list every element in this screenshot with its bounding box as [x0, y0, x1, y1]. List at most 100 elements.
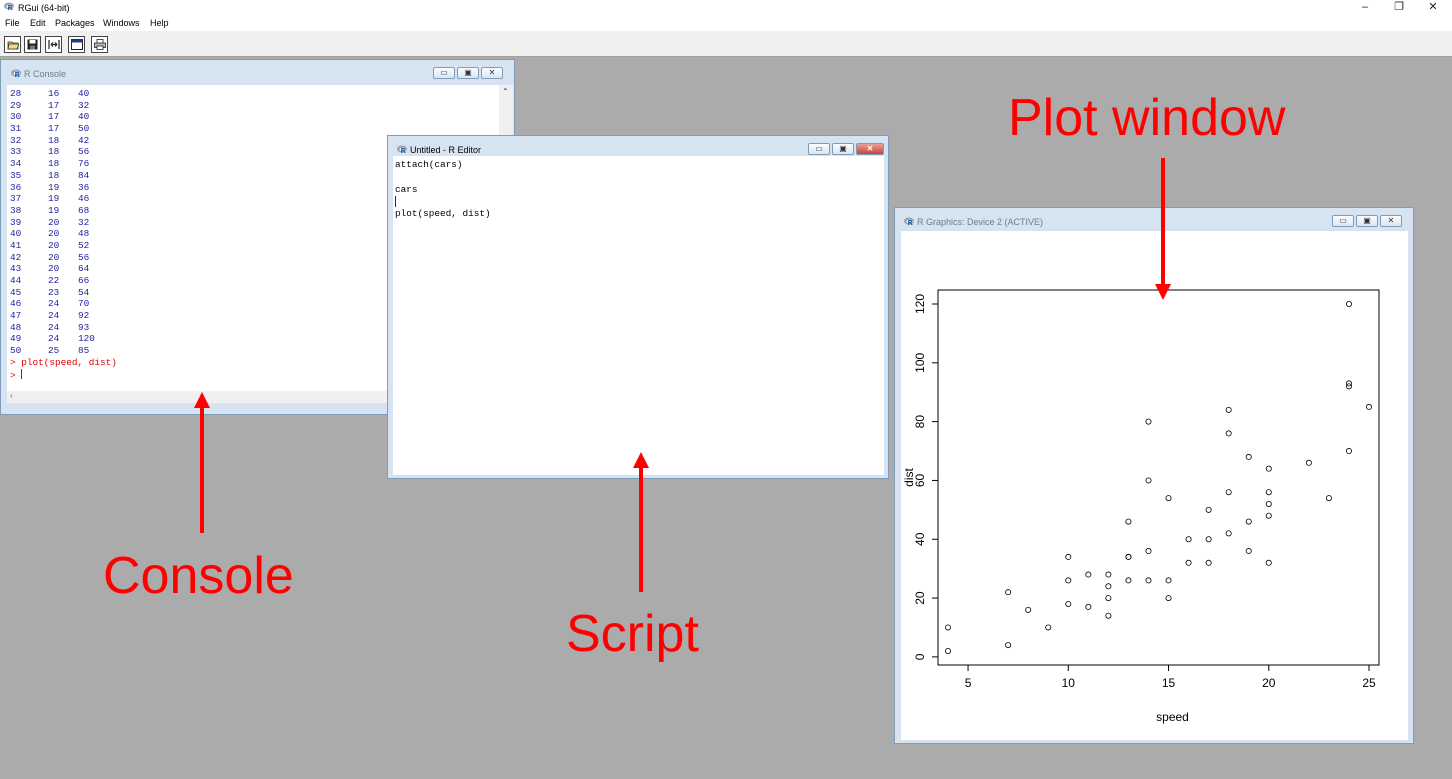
- console-cell: 42: [10, 251, 22, 263]
- menu-help[interactable]: Help: [150, 18, 169, 28]
- editor-close-button[interactable]: ✕: [856, 143, 884, 155]
- console-cell: 25: [48, 345, 60, 357]
- data-point: [1245, 453, 1252, 460]
- console-cell: 18: [48, 169, 60, 181]
- console-close-button[interactable]: ✕: [481, 67, 503, 79]
- editor-line: cars: [395, 183, 418, 195]
- text-cursor: [21, 368, 23, 379]
- editor-minimize-button[interactable]: ▭: [808, 143, 830, 155]
- console-cell: 84: [78, 169, 90, 181]
- console-cell: 68: [78, 204, 90, 216]
- console-icon: [70, 39, 83, 50]
- data-point: [1145, 548, 1152, 555]
- data-point: [1225, 530, 1232, 537]
- console-cell: 50: [78, 123, 90, 135]
- console-cell: 40: [10, 228, 22, 240]
- scroll-left-icon[interactable]: ‹: [10, 391, 13, 400]
- restore-icon[interactable]: ❐: [1394, 1, 1404, 13]
- data-point: [1125, 577, 1132, 584]
- console-cell: 76: [78, 158, 90, 170]
- console-button[interactable]: [68, 36, 85, 53]
- graphics-minimize-button[interactable]: ▭: [1332, 215, 1354, 227]
- console-cell: 56: [78, 251, 90, 263]
- console-cell: 47: [10, 310, 22, 322]
- data-point: [1105, 583, 1112, 590]
- data-point: [1065, 600, 1072, 607]
- x-tick-label: 25: [1362, 676, 1376, 690]
- data-point: [1185, 559, 1192, 566]
- console-cell: 40: [78, 111, 90, 123]
- console-cell: 30: [10, 111, 22, 123]
- console-cell: 18: [48, 158, 60, 170]
- scroll-up-icon[interactable]: ⌃: [502, 87, 509, 96]
- console-cell: 66: [78, 275, 90, 286]
- console-cell: 92: [78, 310, 90, 322]
- load-workspace-button[interactable]: [45, 36, 62, 53]
- text-cursor: [395, 195, 396, 207]
- console-cell: 37: [10, 193, 22, 205]
- script-editor[interactable]: attach(cars) cars plot(speed, dist): [393, 156, 884, 475]
- menu-bar: File Edit Packages Windows Help: [0, 16, 1452, 31]
- data-point: [1225, 406, 1232, 413]
- console-cell: 22: [48, 275, 60, 286]
- console-prompt[interactable]: >: [10, 368, 23, 381]
- console-cell: 32: [78, 99, 90, 111]
- console-cell: 43: [10, 263, 22, 275]
- console-cell: 20: [48, 263, 60, 275]
- data-point: [1145, 577, 1152, 584]
- data-point: [1145, 477, 1152, 484]
- console-cell: 17: [48, 123, 60, 135]
- console-cell: 17: [48, 99, 60, 111]
- data-point: [1265, 512, 1272, 519]
- print-icon: [93, 39, 106, 50]
- console-horizontal-scrollbar[interactable]: ‹: [7, 391, 513, 403]
- menu-file[interactable]: File: [5, 18, 20, 28]
- console-cell: 36: [78, 181, 90, 193]
- console-cell: 49: [10, 333, 22, 345]
- data-point: [1265, 465, 1272, 472]
- y-tick-label: 40: [913, 532, 927, 546]
- data-point: [1125, 518, 1132, 525]
- open-script-button[interactable]: [4, 36, 21, 53]
- y-tick-label: 0: [913, 653, 927, 660]
- console-maximize-button[interactable]: ▣: [457, 67, 479, 79]
- minimize-icon[interactable]: –: [1361, 1, 1369, 13]
- editor-maximize-button[interactable]: ▣: [832, 143, 854, 155]
- data-point: [1365, 403, 1372, 410]
- menu-packages[interactable]: Packages: [55, 18, 95, 28]
- data-point: [1065, 577, 1072, 584]
- data-point: [1105, 595, 1112, 602]
- toolbar: [0, 31, 1452, 57]
- graphics-maximize-button[interactable]: ▣: [1356, 215, 1378, 227]
- data-point: [1185, 536, 1192, 543]
- console-output-row: 47 24 92: [10, 310, 117, 322]
- r-logo-icon: R: [397, 145, 407, 154]
- console-cell: 24: [48, 310, 60, 322]
- menu-edit[interactable]: Edit: [30, 18, 46, 28]
- console-cell: 31: [10, 123, 22, 135]
- console-cell: 85: [78, 345, 90, 357]
- data-point: [1345, 380, 1352, 387]
- console-minimize-button[interactable]: ▭: [433, 67, 455, 79]
- editor-window[interactable]: R Untitled - R Editor ▭ ▣ ✕ attach(cars)…: [387, 135, 889, 479]
- close-icon[interactable]: ✕: [1428, 1, 1438, 13]
- save-button[interactable]: [24, 36, 41, 53]
- console-cell: 23: [48, 286, 60, 298]
- r-logo-icon: R: [904, 217, 914, 226]
- console-cell: 48: [10, 321, 22, 333]
- print-button[interactable]: [91, 36, 108, 53]
- console-cell: 24: [48, 298, 60, 310]
- menu-windows[interactable]: Windows: [103, 18, 140, 28]
- svg-text:R: R: [908, 219, 914, 226]
- graphics-close-button[interactable]: ✕: [1380, 215, 1402, 227]
